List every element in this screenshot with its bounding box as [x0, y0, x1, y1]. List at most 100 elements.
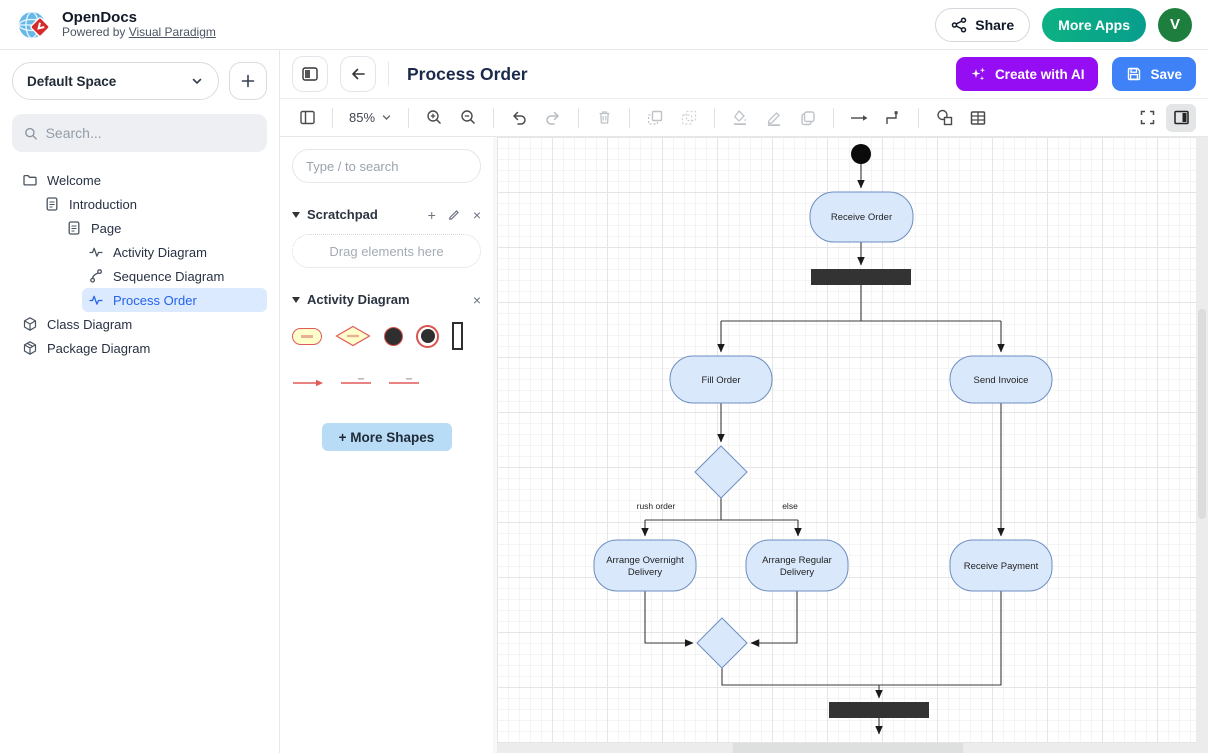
- line-color-button[interactable]: [759, 104, 789, 132]
- join-bar[interactable]: [829, 702, 929, 718]
- palette-initial-node-shape[interactable]: [384, 326, 403, 346]
- scratchpad-title: Scratchpad: [307, 207, 378, 222]
- elbow-connector-button[interactable]: [878, 104, 908, 132]
- collapse-caret-icon[interactable]: [292, 211, 300, 218]
- edge-label-else: else: [782, 501, 798, 511]
- space-selector[interactable]: Default Space: [12, 62, 219, 100]
- insert-table-button[interactable]: [963, 104, 993, 132]
- toggle-format-panel-button[interactable]: [1166, 103, 1196, 132]
- node-receive-order[interactable]: Receive Order: [809, 191, 914, 243]
- zoom-level-value: 85%: [349, 110, 376, 125]
- activity-diagram-section-header: Activity Diagram ×: [292, 292, 481, 307]
- save-icon: [1128, 67, 1141, 81]
- brand: OpenDocs Powered by Visual Paradigm: [62, 9, 216, 40]
- zoom-out-icon: [460, 110, 475, 125]
- palette-action-shape[interactable]: [292, 327, 322, 345]
- powered-by: Powered by Visual Paradigm: [62, 25, 216, 40]
- node-arrange-regular-delivery[interactable]: Arrange Regular Delivery: [745, 539, 849, 592]
- shape-section-title: Activity Diagram: [307, 292, 410, 307]
- shape-search-input[interactable]: [306, 158, 467, 174]
- cube-icon: [22, 316, 38, 332]
- zoom-level-dropdown[interactable]: 85%: [341, 110, 400, 125]
- redo-button[interactable]: [538, 104, 568, 132]
- document-icon: [44, 196, 60, 212]
- more-shapes-button[interactable]: + More Shapes: [321, 423, 452, 451]
- tree-item-sequence-diagram[interactable]: Sequence Diagram: [12, 264, 267, 288]
- scratchpad-dropzone[interactable]: Drag elements here: [292, 234, 481, 268]
- sidebar-search[interactable]: [12, 114, 267, 152]
- elbow-connector-icon: [886, 110, 898, 124]
- canvas-area[interactable]: Receive Order Fill Order Send Invoice: [497, 137, 1196, 753]
- pencil-icon: [767, 111, 781, 126]
- editor-header: Process Order Create with AI: [280, 50, 1208, 99]
- zoom-out-button[interactable]: [453, 104, 483, 132]
- merge-node[interactable]: [696, 617, 748, 669]
- back-button[interactable]: [340, 56, 376, 92]
- zoom-in-button[interactable]: [419, 104, 449, 132]
- node-receive-payment[interactable]: Receive Payment: [949, 539, 1053, 592]
- tree-item-activity-diagram[interactable]: Activity Diagram: [12, 240, 267, 264]
- svg-text:Send Invoice: Send Invoice: [974, 375, 1029, 386]
- tree-item-page[interactable]: Page: [12, 216, 267, 240]
- add-space-button[interactable]: [229, 62, 267, 100]
- shape-search[interactable]: [292, 149, 481, 183]
- toggle-sidebar-button[interactable]: [292, 56, 328, 92]
- fullscreen-icon: [1140, 110, 1154, 125]
- chevron-down-icon: [192, 78, 202, 85]
- palette-arrow-connector[interactable]: [292, 375, 324, 387]
- toggle-shapes-panel-button[interactable]: [292, 104, 322, 132]
- decision-node[interactable]: [694, 445, 748, 499]
- arrow-right-icon: [851, 114, 868, 121]
- divider: [388, 62, 389, 86]
- palette-labeled-line-1[interactable]: [340, 375, 372, 387]
- scratchpad-close-icon[interactable]: ×: [472, 206, 481, 223]
- save-button[interactable]: Save: [1112, 57, 1196, 91]
- page-title: Process Order: [407, 63, 528, 84]
- palette-final-node-shape[interactable]: [416, 324, 439, 348]
- fill-color-button[interactable]: [725, 104, 755, 132]
- svg-text:Delivery: Delivery: [628, 567, 663, 578]
- trash-icon: [599, 111, 610, 124]
- palette-fork-bar-shape[interactable]: [452, 322, 463, 350]
- shape-style-button[interactable]: [793, 104, 823, 132]
- share-icon: [952, 16, 967, 33]
- bring-to-front-button[interactable]: [640, 104, 670, 132]
- create-with-ai-button[interactable]: Create with AI: [955, 57, 1099, 91]
- delete-button[interactable]: [589, 104, 619, 132]
- visual-paradigm-link[interactable]: Visual Paradigm: [128, 25, 216, 40]
- chevron-down-icon: [382, 115, 391, 120]
- initial-node[interactable]: [851, 144, 871, 164]
- insert-shape-button[interactable]: [929, 104, 959, 132]
- straight-connector-button[interactable]: [844, 104, 874, 132]
- horizontal-scrollbar-thumb[interactable]: [733, 743, 963, 753]
- svg-text:Delivery: Delivery: [780, 567, 815, 578]
- node-arrange-overnight-delivery[interactable]: Arrange Overnight Delivery: [593, 539, 697, 592]
- section-close-icon[interactable]: ×: [472, 291, 481, 308]
- node-fill-order[interactable]: Fill Order: [669, 355, 773, 404]
- search-input[interactable]: [45, 125, 255, 141]
- collapse-caret-icon[interactable]: [292, 296, 300, 303]
- tree-item-class-diagram[interactable]: Class Diagram: [12, 312, 267, 336]
- more-apps-button[interactable]: More Apps: [1042, 7, 1146, 42]
- svg-text:Arrange Regular: Arrange Regular: [762, 555, 832, 566]
- tree-item-introduction[interactable]: Introduction: [12, 192, 267, 216]
- activity-diagram: Receive Order Fill Order Send Invoice: [593, 144, 1053, 735]
- fullscreen-button[interactable]: [1132, 104, 1162, 132]
- node-send-invoice[interactable]: Send Invoice: [949, 355, 1053, 404]
- scratchpad-edit-icon[interactable]: [448, 208, 461, 221]
- undo-button[interactable]: [504, 104, 534, 132]
- diagram-edges: [641, 164, 1005, 735]
- share-button[interactable]: Share: [935, 7, 1031, 42]
- palette-decision-shape[interactable]: [335, 325, 371, 347]
- zoom-in-icon: [426, 110, 441, 125]
- vertical-scrollbar-thumb[interactable]: [1198, 309, 1206, 519]
- send-to-back-button[interactable]: [674, 104, 704, 132]
- tree-item-process-order[interactable]: Process Order: [82, 288, 267, 312]
- fork-bar[interactable]: [811, 269, 911, 285]
- tree-item-welcome[interactable]: Welcome: [12, 168, 267, 192]
- palette-labeled-line-2[interactable]: [388, 375, 420, 387]
- tree-item-package-diagram[interactable]: Package Diagram: [12, 336, 267, 360]
- user-avatar[interactable]: V: [1158, 7, 1192, 42]
- scratchpad-add-icon[interactable]: +: [427, 206, 436, 223]
